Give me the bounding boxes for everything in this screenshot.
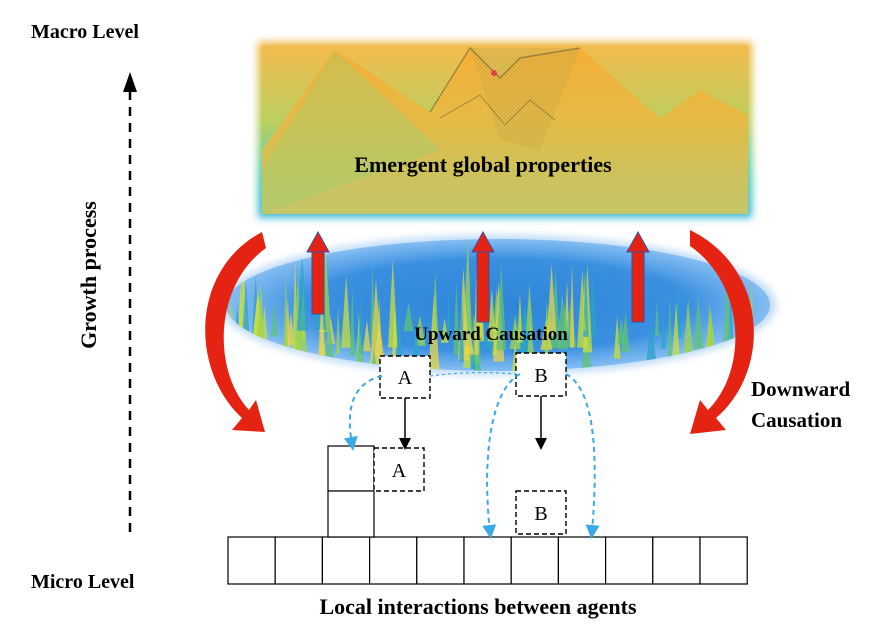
field-spike [682,298,694,364]
macro-level-label: Macro Level [31,21,139,43]
field-spike [464,328,475,355]
downward-causation-label-line2: Causation [751,408,842,432]
field-spike [336,306,341,354]
field-spike [546,263,557,337]
interaction-curve-b-right [565,373,600,539]
field-spike [412,327,421,359]
field-spike [722,277,732,358]
agent-cell [604,536,654,585]
field-spike [459,282,464,362]
field-spike [613,315,621,359]
field-spike [403,302,414,332]
agent-box-a-top: A [379,355,431,399]
field-spike [362,319,371,352]
field-spike [693,296,704,349]
growth-process-label: Growth process [76,201,101,349]
agent-cell [227,536,276,585]
field-spike [440,317,449,343]
interaction-curve-b-left [482,373,521,539]
field-spike [580,304,587,331]
upward-arrow-left [306,230,330,315]
field-spike [394,309,403,367]
agent-grid [227,536,748,585]
field-spike [654,299,659,337]
field-spike [324,318,335,360]
field-spike [283,272,288,351]
field-spike [341,274,352,348]
field-spike [446,287,451,340]
upward-causation-label: Upward Causation [414,324,568,345]
field-spike [432,272,439,335]
agent-b-bottom-label: B [534,503,547,525]
agent-cell [510,536,560,585]
interaction-curve-a [343,375,383,451]
agent-a-bottom-label: A [392,460,407,482]
field-spike [256,281,265,342]
agent-box-b-bottom: B [515,490,567,535]
field-spike [660,317,667,349]
upward-arrow-right [626,230,650,323]
field-spike [672,301,681,364]
field-spike [646,322,657,362]
field-spike [270,301,278,337]
upward-arrow-middle [471,230,495,323]
field-spike [526,321,534,356]
field-spike [453,282,460,355]
agent-box-a-bottom: A [373,447,425,492]
field-spike [374,322,385,357]
field-spike [569,264,575,348]
micro-field-ellipse [220,235,776,375]
field-spike [296,253,308,331]
agent-cell [699,536,748,585]
agent-cell [463,536,512,585]
field-spike [526,283,533,332]
growth-axis-arrowhead [123,72,137,92]
stacked-cell-upper [327,445,375,492]
field-spike [544,300,549,360]
micro-level-label: Micro Level [31,571,135,593]
field-spike [317,300,327,366]
stacked-agent-cells [327,445,375,538]
agent-cell [274,536,324,585]
interaction-link-ab [429,372,517,377]
agent-cell [416,536,465,585]
field-spike [588,272,597,338]
downward-arrow-right [690,230,754,434]
local-interactions-label: Local interactions between agents [319,594,637,619]
field-spike [517,293,523,343]
agent-box-b-top: B [515,352,567,397]
agent-cell [369,536,418,585]
field-spike [470,313,476,369]
interaction-curves [343,372,600,539]
field-spike [349,287,355,356]
agent-cell [652,536,701,585]
downward-causation-label-line1: Downward [751,377,850,401]
field-spike [487,288,496,342]
upward-arrows [306,230,650,323]
agent-a-top-label: A [398,367,413,389]
stacked-cell-lower [327,490,375,538]
field-spike [496,263,507,350]
agent-b-top-label: B [534,365,547,387]
agent-cell [557,536,607,585]
field-spike [617,317,626,345]
field-spike [556,292,568,350]
field-spike [388,259,398,348]
agent-cell [321,536,371,585]
emergent-properties-label: Emergent global properties [354,152,612,177]
field-spike [667,294,672,358]
macro-landscape-image: Emergent global properties [258,42,752,218]
downward-arrow-left [205,232,266,432]
